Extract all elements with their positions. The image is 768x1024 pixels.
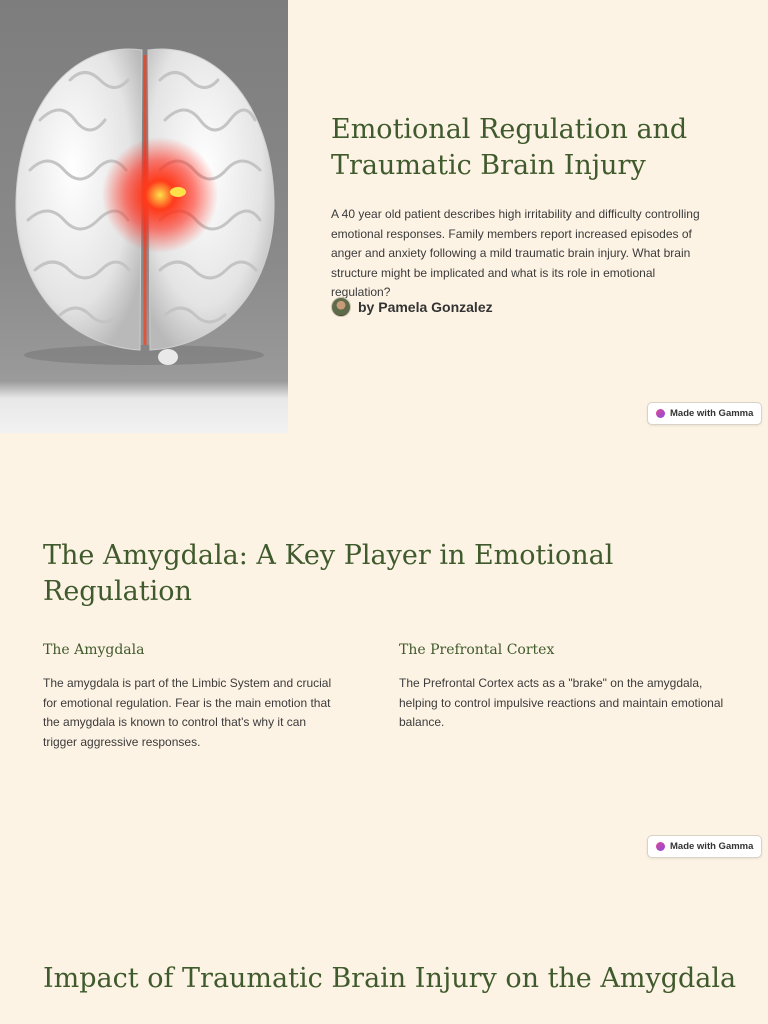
column-prefrontal-cortex: The Prefrontal Cortex The Prefrontal Cor… xyxy=(399,640,729,733)
author-name: by Pamela Gonzalez xyxy=(358,299,493,315)
column-heading: The Amygdala xyxy=(43,642,145,658)
title-slide: Emotional Regulation and Traumatic Brain… xyxy=(0,0,768,433)
section-title-amygdala: The Amygdala: A Key Player in Emotional … xyxy=(43,540,614,607)
author-byline: by Pamela Gonzalez xyxy=(331,297,493,317)
badge-label: Made with Gamma xyxy=(670,841,754,852)
column-text: The amygdala is part of the Limbic Syste… xyxy=(43,676,332,749)
column-text: The Prefrontal Cortex acts as a "brake" … xyxy=(399,676,724,729)
made-with-gamma-button[interactable]: Made with Gamma xyxy=(647,835,763,858)
page-title: Emotional Regulation and Traumatic Brain… xyxy=(331,114,688,181)
case-description: A 40 year old patient describes high irr… xyxy=(331,207,700,299)
gamma-logo-icon xyxy=(656,842,665,851)
avatar xyxy=(331,297,351,317)
made-with-gamma-button[interactable]: Made with Gamma xyxy=(647,402,763,425)
section-title-impact: Impact of Traumatic Brain Injury on the … xyxy=(43,963,737,994)
column-heading: The Prefrontal Cortex xyxy=(399,642,555,658)
brain-image xyxy=(0,0,288,433)
gamma-logo-icon xyxy=(656,409,665,418)
badge-label: Made with Gamma xyxy=(670,408,754,419)
column-amygdala: The Amygdala The amygdala is part of the… xyxy=(43,640,343,752)
